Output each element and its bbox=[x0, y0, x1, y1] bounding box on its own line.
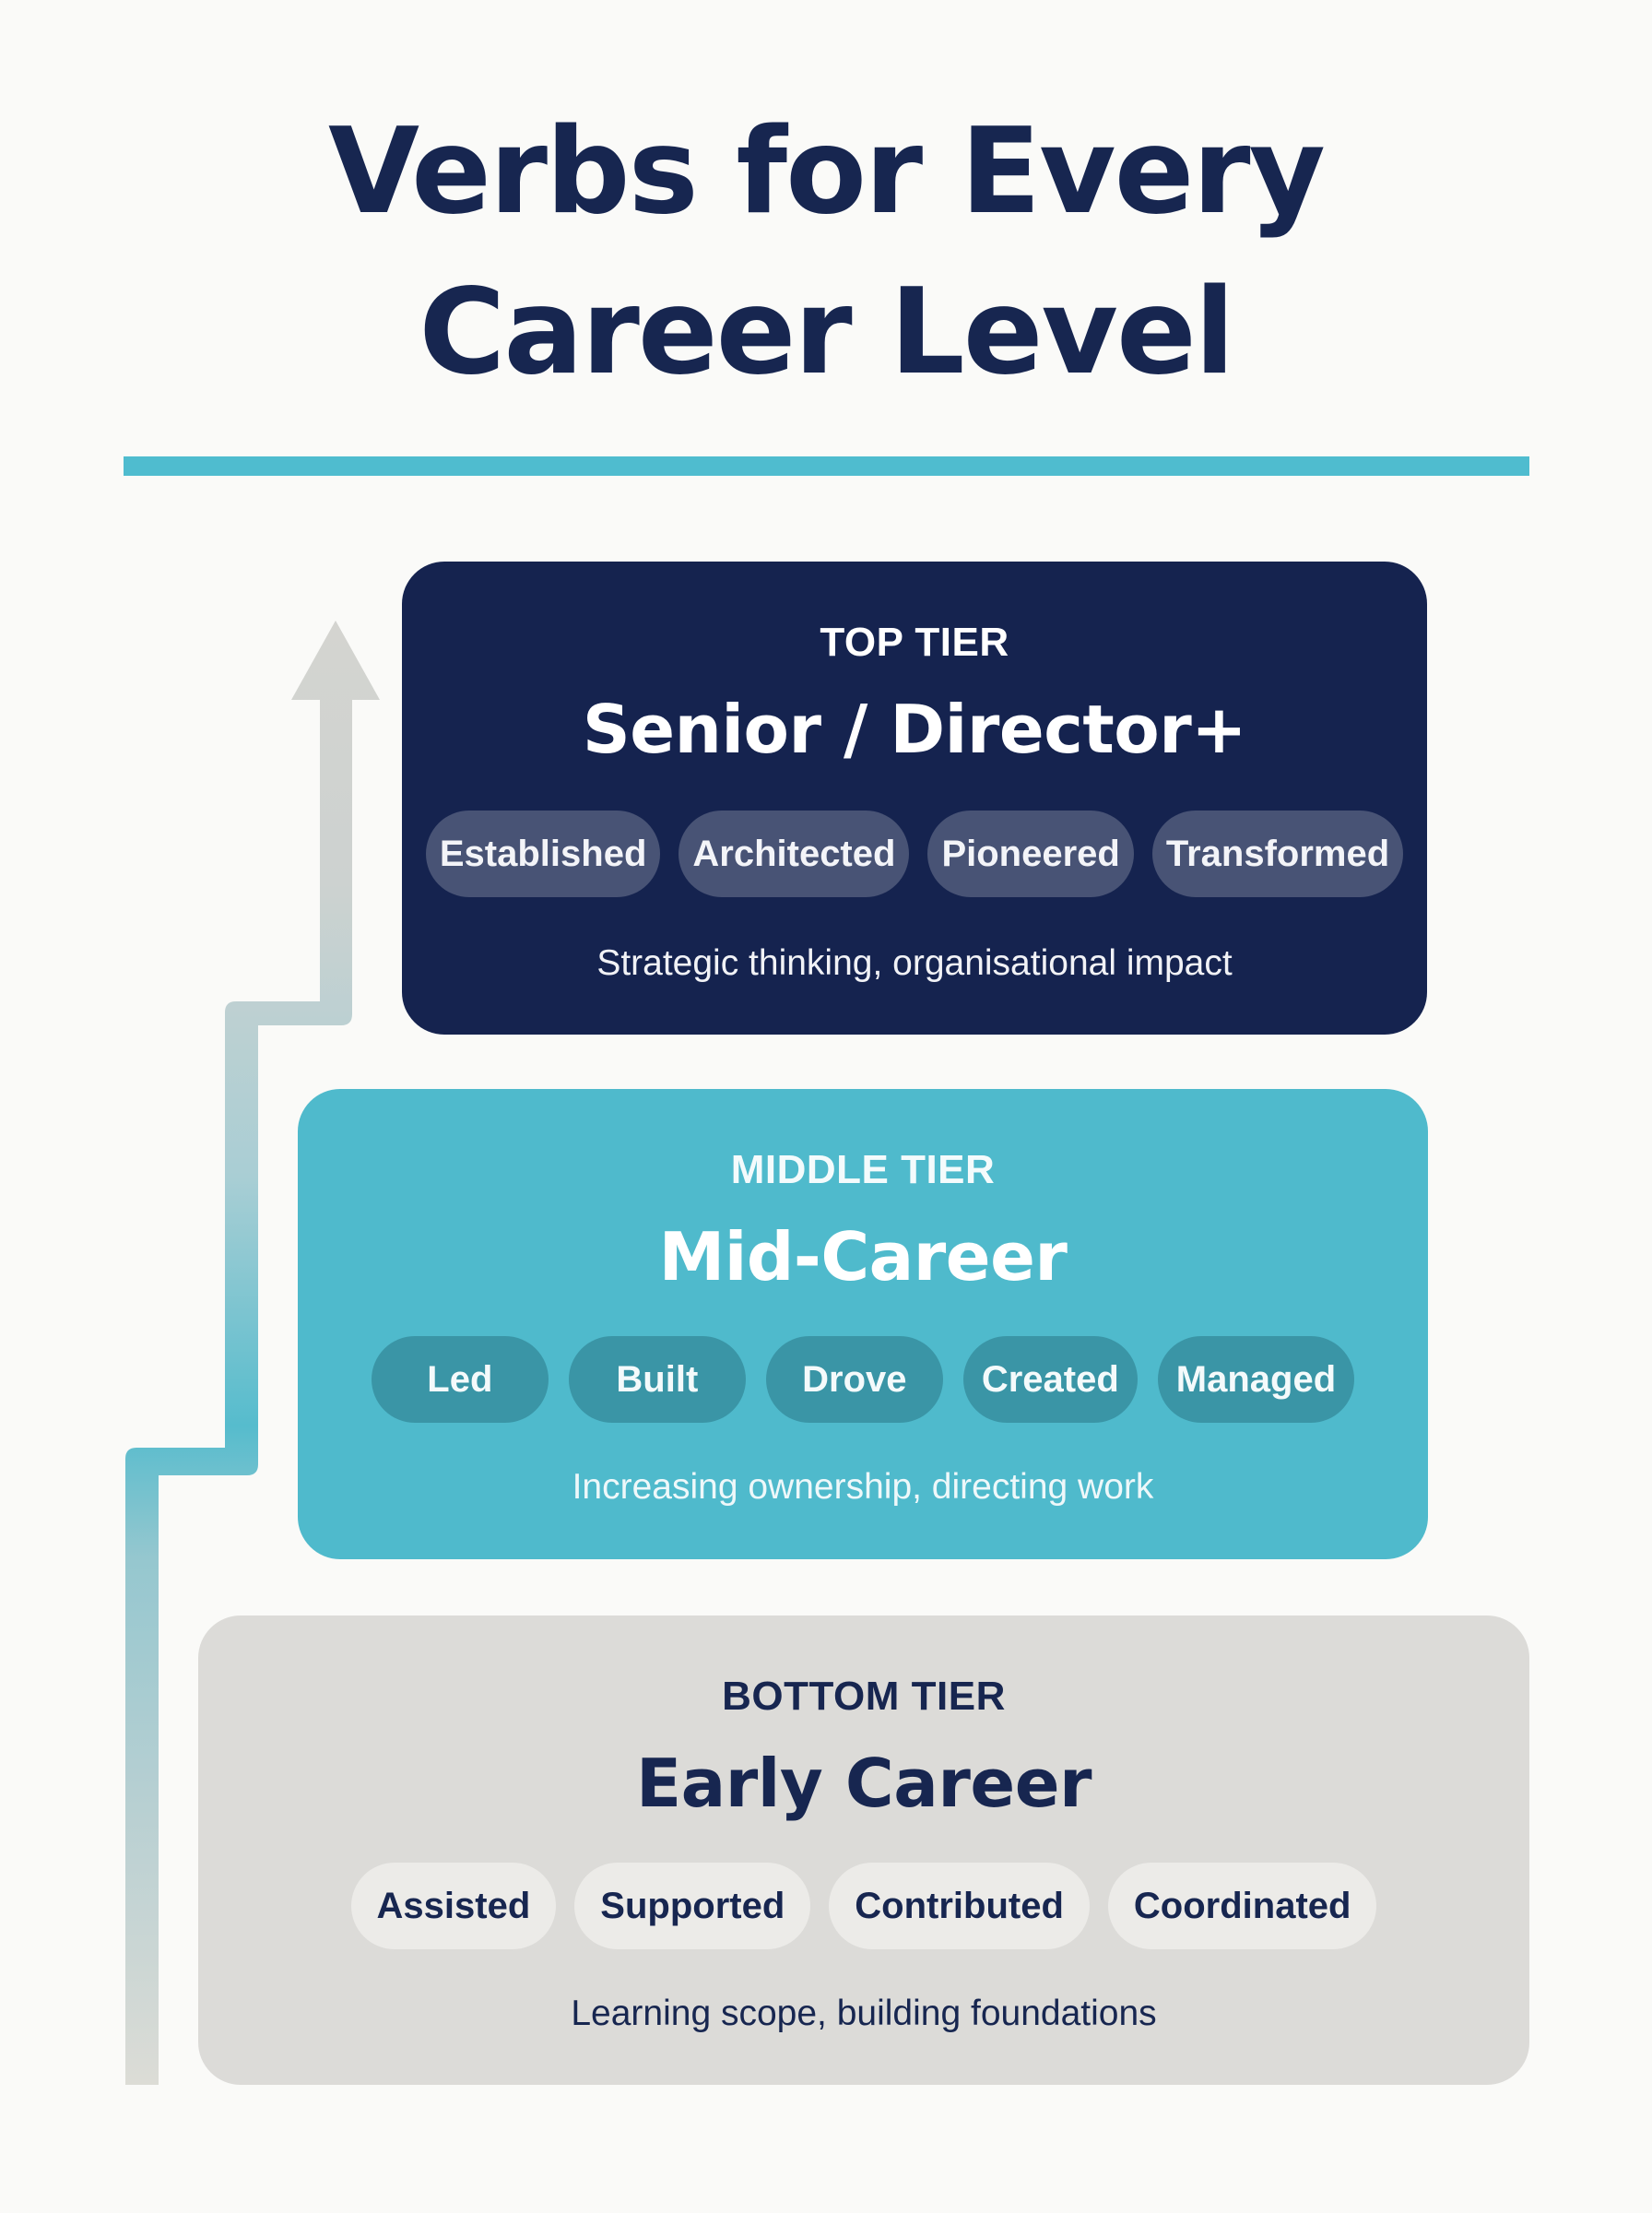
tier-heading: Senior / Director+ bbox=[582, 691, 1247, 768]
verb-chip: Built bbox=[568, 1336, 746, 1423]
verb-chip: Coordinated bbox=[1107, 1863, 1377, 1949]
tier-eyebrow: MIDDLE TIER bbox=[730, 1147, 996, 1192]
verb-chip: Transformed bbox=[1151, 811, 1404, 897]
tier-eyebrow: BOTTOM TIER bbox=[722, 1674, 1006, 1719]
tier-card-top: TOP TIER Senior / Director+ Established … bbox=[402, 562, 1427, 1035]
verb-chip: Assisted bbox=[350, 1863, 557, 1949]
tier-heading: Early Career bbox=[635, 1745, 1092, 1822]
page-title: Verbs for Every Career Level bbox=[0, 92, 1652, 413]
page-title-line-1: Verbs for Every bbox=[328, 103, 1326, 241]
tier-description: Strategic thinking, organisational impac… bbox=[596, 943, 1233, 983]
verb-chip: Drove bbox=[765, 1336, 943, 1423]
verb-chip: Contributed bbox=[829, 1863, 1090, 1949]
verb-chip: Created bbox=[962, 1336, 1138, 1423]
verb-chip-list: Assisted Supported Contributed Coordinat… bbox=[350, 1863, 1377, 1949]
tier-card-bottom: BOTTOM TIER Early Career Assisted Suppor… bbox=[198, 1615, 1529, 2085]
tier-card-middle: MIDDLE TIER Mid-Career Led Built Drove C… bbox=[298, 1089, 1428, 1559]
verb-chip-list: Led Built Drove Created Managed bbox=[371, 1336, 1355, 1423]
tier-eyebrow: TOP TIER bbox=[820, 620, 1009, 665]
verb-chip: Supported bbox=[574, 1863, 811, 1949]
verb-chip: Established bbox=[425, 811, 661, 897]
verb-chip: Managed bbox=[1157, 1336, 1355, 1423]
verb-chip: Pioneered bbox=[927, 811, 1134, 897]
tier-heading: Mid-Career bbox=[658, 1218, 1068, 1296]
tier-description: Learning scope, building foundations bbox=[571, 1994, 1157, 2033]
page-title-line-2: Career Level bbox=[419, 264, 1234, 401]
verb-chip-list: Established Architected Pioneered Transf… bbox=[425, 811, 1404, 897]
tier-description: Increasing ownership, directing work bbox=[572, 1467, 1154, 1507]
title-divider bbox=[124, 456, 1529, 476]
verb-chip: Architected bbox=[678, 811, 910, 897]
verb-chip: Led bbox=[371, 1336, 549, 1423]
